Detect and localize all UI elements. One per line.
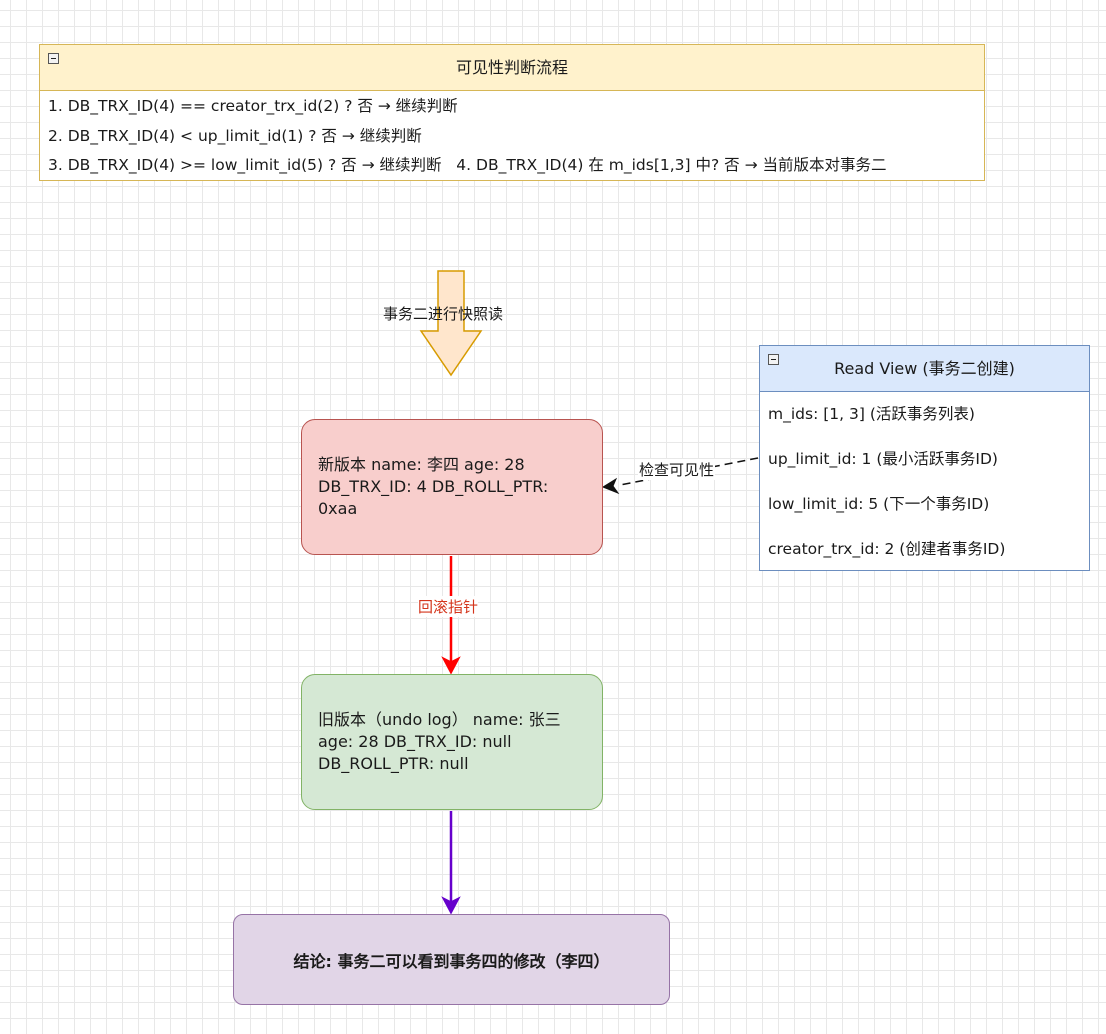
flow-step-3-4: 3. DB_TRX_ID(4) >= low_limit_id(5) ? 否 →… bbox=[48, 156, 887, 174]
collapse-icon[interactable] bbox=[48, 53, 59, 64]
read-view-up-limit-id: up_limit_id: 1 (最小活跃事务ID) bbox=[768, 450, 998, 468]
conclusion-arrowhead bbox=[441, 896, 461, 915]
read-view-title: Read View (事务二创建) bbox=[834, 359, 1015, 378]
read-view-header: Read View (事务二创建) bbox=[760, 346, 1089, 392]
flow-table-title: 可见性判断流程 bbox=[455, 58, 568, 77]
snapshot-read-label: 事务二进行快照读 bbox=[383, 305, 504, 323]
read-view-m-ids: m_ids: [1, 3] (活跃事务列表) bbox=[768, 405, 975, 423]
flow-step-1: 1. DB_TRX_ID(4) == creator_trx_id(2) ? 否… bbox=[48, 97, 458, 115]
rollback-arrowhead bbox=[441, 656, 461, 675]
new-version-node: 新版本 name: 李四 age: 28 DB_TRX_ID: 4 DB_ROL… bbox=[301, 419, 603, 555]
conclusion-text: 结论: 事务二可以看到事务四的修改（李四） bbox=[293, 951, 610, 971]
read-view-table: Read View (事务二创建) m_ids: [1, 3] (活跃事务列表)… bbox=[759, 345, 1090, 571]
snapshot-block-arrow bbox=[419, 270, 483, 377]
flow-step-2: 2. DB_TRX_ID(4) < up_limit_id(1) ? 否 → 继… bbox=[48, 127, 422, 145]
check-visibility-label: 检查可见性 bbox=[638, 459, 716, 480]
check-visibility-arrowhead bbox=[601, 477, 620, 495]
rollback-pointer-label: 回滚指针 bbox=[418, 596, 479, 617]
collapse-icon[interactable] bbox=[768, 354, 779, 365]
read-view-low-limit-id: low_limit_id: 5 (下一个事务ID) bbox=[768, 495, 990, 513]
conclusion-node: 结论: 事务二可以看到事务四的修改（李四） bbox=[233, 914, 670, 1005]
old-version-text: 旧版本（undo log） name: 张三 age: 28 DB_TRX_ID… bbox=[318, 710, 561, 773]
new-version-text: 新版本 name: 李四 age: 28 DB_TRX_ID: 4 DB_ROL… bbox=[318, 455, 549, 518]
flow-table-header: 可见性判断流程 bbox=[40, 45, 984, 91]
visibility-flow-table: 可见性判断流程 1. DB_TRX_ID(4) == creator_trx_i… bbox=[39, 44, 985, 181]
read-view-creator-trx-id: creator_trx_id: 2 (创建者事务ID) bbox=[768, 540, 1006, 558]
old-version-node: 旧版本（undo log） name: 张三 age: 28 DB_TRX_ID… bbox=[301, 674, 603, 810]
